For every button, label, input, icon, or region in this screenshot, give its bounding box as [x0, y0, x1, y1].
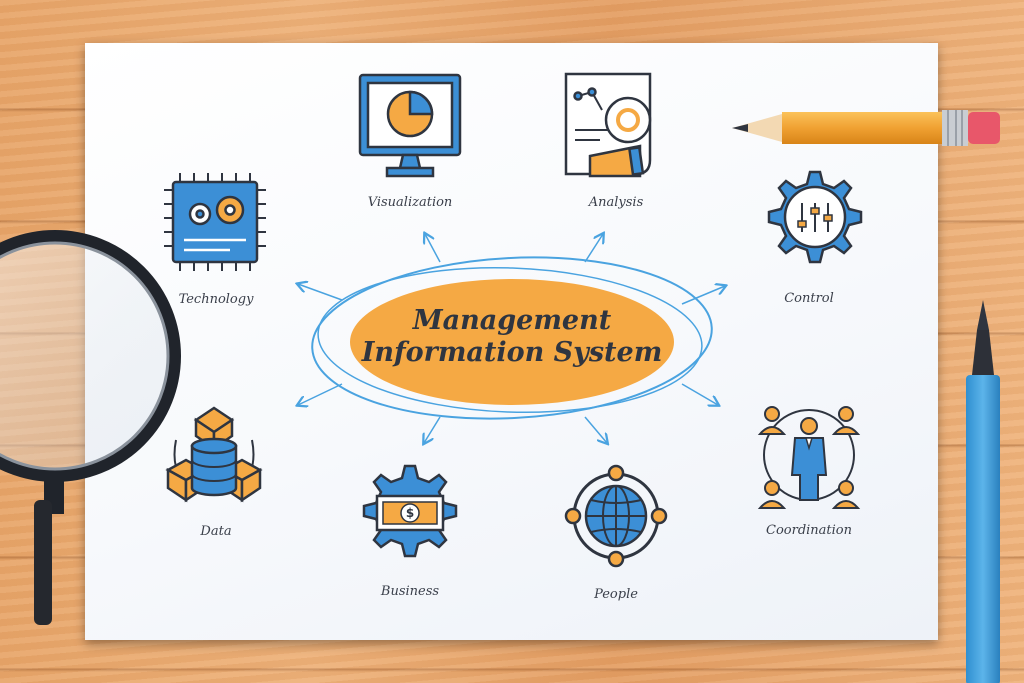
- arrow-data: [298, 383, 343, 405]
- arrow-business: [424, 416, 441, 443]
- diagram-title: Management Information System: [322, 305, 702, 369]
- label-technology: Technology: [178, 292, 254, 307]
- title-line-1: Management: [412, 305, 612, 336]
- monitor-chart-icon: [358, 73, 462, 178]
- arrow-control: [681, 286, 725, 305]
- pencil-icon: [732, 110, 1000, 146]
- label-people: People: [594, 587, 638, 602]
- arrow-people: [584, 416, 607, 443]
- label-control: Control: [784, 291, 834, 306]
- title-line-2: Information System: [361, 337, 663, 368]
- arrow-coordination: [681, 383, 718, 405]
- gear-sliders-icon: [767, 170, 863, 264]
- arrow-analysis: [584, 234, 603, 263]
- label-analysis: Analysis: [588, 195, 644, 210]
- label-business: Business: [380, 584, 440, 599]
- label-data: Data: [200, 524, 232, 539]
- central-ellipse: [311, 256, 713, 420]
- label-coordination: Coordination: [766, 523, 852, 538]
- dollar-sign-glyph: $: [406, 506, 414, 520]
- people-network-icon: [757, 406, 861, 509]
- arrow-visualization: [425, 234, 441, 263]
- gear-money-icon: [362, 464, 458, 558]
- chip-gears-icon: [164, 173, 266, 271]
- database-cubes-icon: [165, 406, 263, 503]
- arrow-technology: [298, 284, 343, 301]
- label-visualization: Visualization: [367, 195, 453, 210]
- globe-network-icon: [564, 464, 668, 568]
- document-magnifier-icon: [564, 72, 652, 178]
- pen-icon: [966, 300, 1000, 683]
- connector-arrows: [298, 234, 725, 443]
- magnifying-glass-icon: [0, 230, 181, 625]
